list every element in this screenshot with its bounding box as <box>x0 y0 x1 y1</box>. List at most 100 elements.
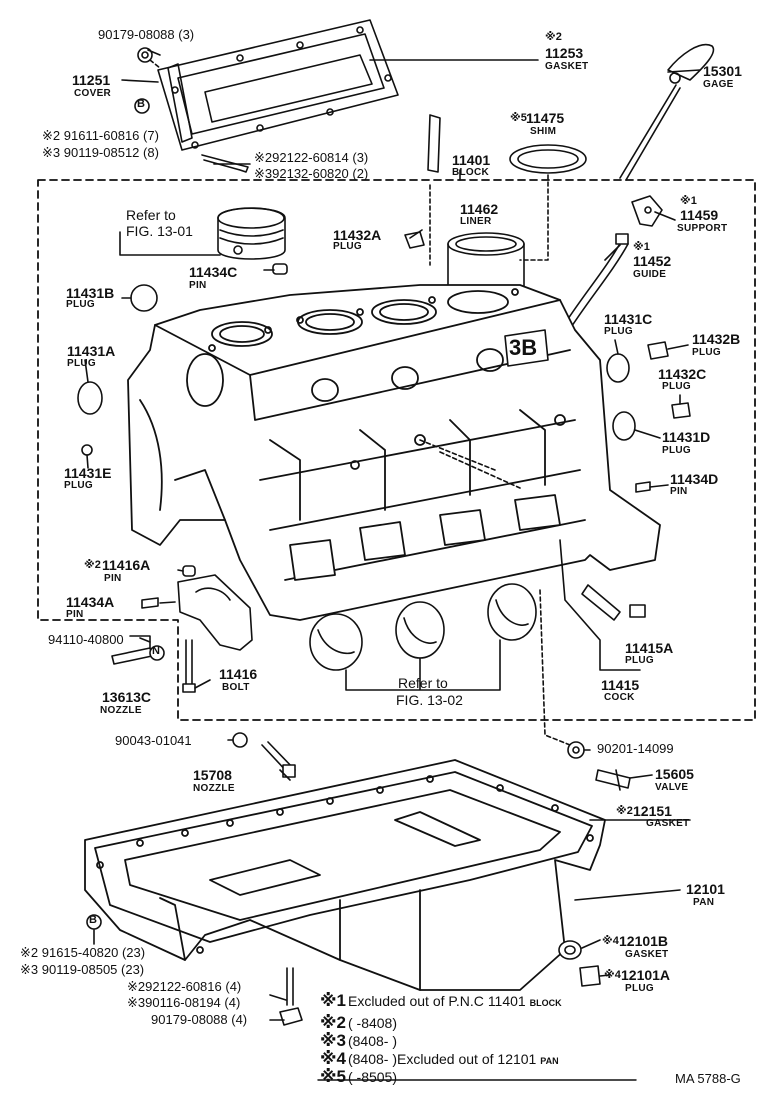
rear-main-cap <box>177 574 253 651</box>
drain-cock <box>581 584 621 621</box>
label-bolt-90119-08505: ※3 90119-08505 (23) <box>20 962 145 977</box>
legend-row-3: ※3(8408- ) <box>320 1032 397 1049</box>
label-11434d-name: PIN <box>670 486 688 497</box>
label-90179-bottom: 90179-08088 (4) <box>151 1012 248 1027</box>
legend-row-5: ※5( -8505) <box>320 1068 397 1085</box>
legend-pnc-name: PAN <box>540 1056 559 1066</box>
label-90043: 90043-01041 <box>115 733 192 748</box>
label-11431c-number: 11431C <box>604 311 653 327</box>
legend-mark: ※1 <box>320 991 346 1010</box>
label-11401-number: 11401 <box>452 152 491 168</box>
label-11251-name: COVER <box>74 88 112 99</box>
label-12151-mark: ※2 <box>616 805 633 817</box>
label-12101a-mark: ※4 <box>604 969 621 981</box>
legend-text: Excluded out of P.N.C <box>347 993 488 1009</box>
label-11432c-number: 11432C <box>658 366 707 382</box>
label-13613c-name: NOZZLE <box>100 705 142 716</box>
label-11431e-number: 11431E <box>64 465 112 481</box>
label-11452-name: GUIDE <box>633 269 667 280</box>
support-bracket <box>631 195 663 227</box>
label-11431d-name: PLUG <box>662 445 691 456</box>
badge-b-top: B <box>137 98 145 110</box>
engine-block <box>127 284 661 621</box>
badge-n: N <box>152 645 160 657</box>
label-11431e-name: PLUG <box>64 480 93 491</box>
legend-pnc: 12101 <box>497 1051 537 1067</box>
label-11452-mark: ※1 <box>633 241 650 253</box>
legend-pnc: 11401 <box>487 993 526 1009</box>
label-11432b-number: 11432B <box>692 331 741 347</box>
cover-nut <box>137 47 153 63</box>
label-15708-number: 15708 <box>193 767 232 783</box>
label-refer-bottom-line1: Refer to <box>398 675 448 691</box>
cylinder-liner <box>447 232 525 308</box>
label-11253-name: GASKET <box>545 61 589 72</box>
label-11415a-number: 11415A <box>625 640 674 656</box>
label-11434c-number: 11434C <box>189 264 238 280</box>
label-13613c-number: 13613C <box>102 689 152 705</box>
label-11416a-mark: ※2 <box>84 559 101 571</box>
label-11459-number: 11459 <box>680 207 719 223</box>
legend-text: ( -8505) <box>347 1069 398 1085</box>
label-refer-top-line1: Refer to <box>126 207 176 223</box>
label-11434a-number: 11434A <box>66 594 115 610</box>
label-11462-number: 11462 <box>460 201 499 217</box>
oil-pan <box>84 759 606 991</box>
label-15301-name: GAGE <box>703 79 734 90</box>
label-11253-number: 11253 <box>545 45 584 61</box>
label-11251-number: 11251 <box>72 72 111 88</box>
label-90179-top: 90179-08088 (3) <box>98 27 195 42</box>
label-refer-top-line2: FIG. 13-01 <box>126 223 193 239</box>
badge-b-pan: B <box>89 914 97 926</box>
shim-ring <box>509 144 587 174</box>
label-11475-number: 11475 <box>526 110 565 126</box>
label-12151-name: GASKET <box>646 818 690 829</box>
label-11432c-name: PLUG <box>662 381 691 392</box>
breather-hose <box>427 114 441 173</box>
legend-mark: ※5 <box>320 1067 346 1086</box>
label-15708-name: NOZZLE <box>193 783 235 794</box>
legend-text: (8408- ) <box>347 1033 398 1049</box>
main-bearings <box>309 583 537 691</box>
label-11459-mark: ※1 <box>680 195 697 207</box>
label-11416a-number: 11416A <box>102 557 151 573</box>
block-mark-3b: 3B <box>509 335 538 360</box>
label-11415-name: COCK <box>604 692 635 703</box>
label-15605-name: VALVE <box>655 782 689 793</box>
label-11462-name: LINER <box>460 216 492 227</box>
label-12101a-name: PLUG <box>625 983 654 994</box>
label-bolt-92122: ※292122-60814 (3) <box>254 150 369 165</box>
legend-row-2: ※2( -8408) <box>320 1014 397 1031</box>
label-11401-name: BLOCK <box>452 167 490 178</box>
label-11431b-name: PLUG <box>66 299 95 310</box>
label-bolt-92132: ※392132-60820 (2) <box>254 166 369 181</box>
side-cover <box>157 19 399 151</box>
label-11416-number: 11416 <box>219 666 258 682</box>
label-12151-number: 12151 <box>633 803 672 819</box>
label-94110: 94110-40800 <box>48 632 124 647</box>
label-11432a-number: 11432A <box>333 227 382 243</box>
label-11431a-number: 11431A <box>67 343 116 359</box>
label-bolt-90119-08512: ※3 90119-08512 (8) <box>42 145 159 160</box>
legend-mark: ※4 <box>320 1049 346 1068</box>
diagram-code: MA 5788-G <box>675 1071 741 1086</box>
label-11434a-name: PIN <box>66 609 84 620</box>
label-11431d-number: 11431D <box>662 429 711 445</box>
label-11431a-name: PLUG <box>67 358 96 369</box>
label-bolt-91611: ※2 91611-60816 (7) <box>42 128 159 143</box>
label-12101-name: PAN <box>693 897 715 908</box>
label-11432a-name: PLUG <box>333 241 362 252</box>
label-12101a-number: 12101A <box>621 967 671 983</box>
label-bolt-92122-60816: ※292122-60816 (4) <box>127 979 242 994</box>
label-15605-number: 15605 <box>655 766 694 782</box>
label-12101b-name: GASKET <box>625 949 669 960</box>
label-11452-number: 11452 <box>633 253 672 269</box>
legend-mark: ※2 <box>320 1013 346 1032</box>
label-11475-mark: ※5 <box>510 112 527 124</box>
label-bolt-90116: ※390116-08194 (4) <box>127 995 241 1010</box>
legend-text: ( -8408) <box>347 1015 398 1031</box>
label-12101-number: 12101 <box>686 881 725 897</box>
label-12101b-number: 12101B <box>619 933 669 949</box>
